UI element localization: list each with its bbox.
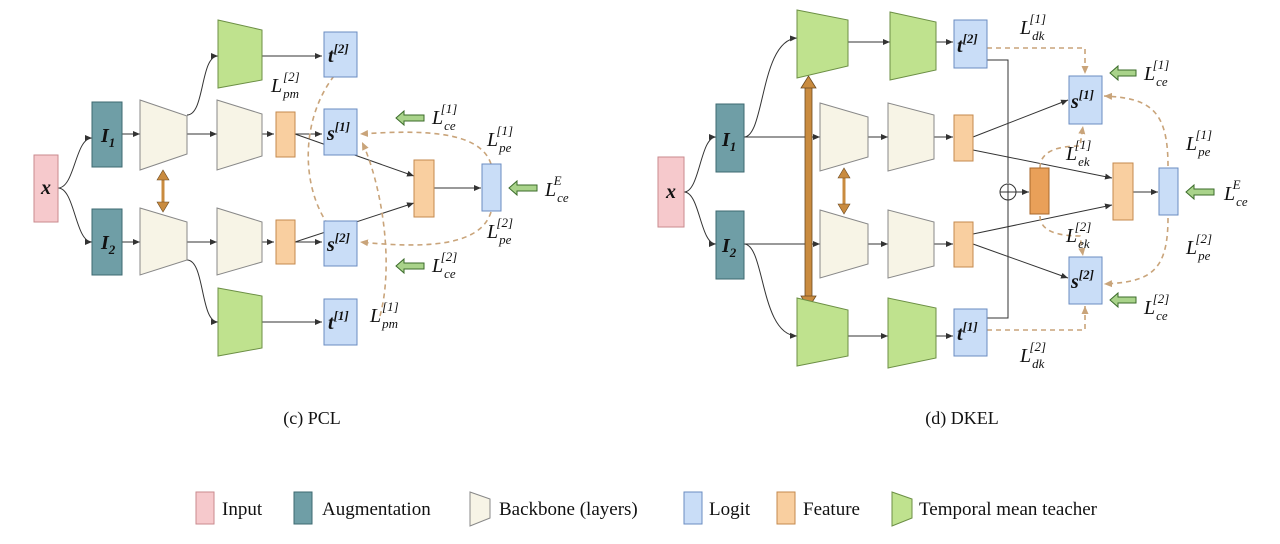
pcl-s1-box [323, 108, 358, 156]
pcl-ensemble-logit [481, 163, 502, 212]
dkel-long-double-arrow [800, 75, 817, 309]
pcl-loss-ceE: LceE [544, 173, 569, 205]
dkel-teacher-bottom-a [796, 297, 849, 367]
pcl-t2-box [323, 31, 358, 78]
dkel-ensemble-logit [1158, 167, 1179, 216]
pcl-aug1-box [91, 101, 123, 168]
legend-augmentation-label: Augmentation [322, 499, 431, 520]
pcl-feature-2 [275, 219, 296, 265]
pcl-t1-label: t[1] [328, 308, 349, 334]
dkel-short-double-arrow [837, 167, 851, 215]
pcl-ce1-arrow [395, 109, 425, 127]
legend-augmentation-swatch [293, 491, 313, 525]
legend-logit-label: Logit [709, 499, 751, 520]
dkel-feature-sum [1029, 167, 1050, 215]
dkel-backbone-1a [819, 102, 869, 172]
legend: Input Augmentation Backbone (layers) Log… [195, 491, 1098, 527]
pcl-teacher-top [217, 19, 263, 89]
dkel-input-box [657, 156, 685, 228]
dkel-s2-label: s[2] [1070, 267, 1094, 293]
dkel-input-label: x [665, 181, 676, 203]
legend-input-swatch [195, 491, 215, 525]
legend-backbone-swatch [469, 491, 491, 527]
dkel-feature-1 [953, 114, 974, 162]
pcl-input-label: x [40, 177, 51, 199]
legend-feature-label: Feature [803, 499, 860, 520]
dkel-loss-ceE: LceE [1223, 177, 1248, 209]
pcl-caption: (c) PCL [283, 408, 341, 429]
dkel-aug2-box [715, 210, 745, 280]
pcl-t1-box [323, 298, 358, 346]
dkel-t1-box [953, 308, 988, 357]
dkel-loss-pe2: Lpe[2] [1185, 231, 1212, 263]
pcl-input-box [33, 154, 59, 223]
dkel-panel: x I1 I2 t[2] t[1] s[1] s[2] Ldk[1] Lce[1… [657, 9, 1248, 429]
legend-teacher-swatch [891, 491, 913, 527]
dkel-loss-ek1: Lek[1] [1065, 137, 1091, 169]
pcl-backbone-2a [139, 207, 188, 276]
pcl-teacher-bottom [217, 287, 263, 357]
dkel-s1-label: s[1] [1070, 87, 1094, 113]
dkel-backbone-2b [887, 209, 935, 279]
dkel-loss-dk2: Ldk[2] [1019, 339, 1046, 371]
dkel-t2-box [953, 19, 988, 69]
pcl-loss-ce1: Lce[1] [431, 101, 457, 133]
pcl-aug1-label: I1 [100, 125, 115, 150]
dkel-loss-ce1: Lce[1] [1143, 57, 1169, 89]
pcl-ce2-arrow [395, 257, 425, 275]
pcl-aug2-label: I2 [100, 232, 116, 257]
pcl-double-arrow [156, 169, 170, 213]
pcl-loss-ce2: Lce[2] [431, 249, 457, 281]
pcl-s1-label: s[1] [326, 119, 350, 145]
dkel-t1-label: t[1] [957, 319, 978, 345]
dkel-caption: (d) DKEL [925, 408, 998, 429]
dkel-backbone-1b [887, 102, 935, 172]
legend-input-label: Input [222, 499, 263, 520]
pcl-loss-pe1: Lpe[1] [486, 123, 513, 155]
legend-teacher-label: Temporal mean teacher [919, 499, 1098, 520]
dkel-aug1-box [715, 103, 745, 173]
pcl-backbone-1b [216, 99, 263, 171]
dkel-teacher-top-a [796, 9, 849, 79]
pcl-ceE-arrow [508, 179, 538, 197]
pcl-backbone-1a [139, 99, 188, 171]
pcl-aug2-box [91, 208, 123, 276]
dkel-feature-fused [1112, 162, 1134, 221]
dkel-ce1-arrow [1109, 64, 1137, 82]
dkel-aug2-label: I2 [721, 235, 737, 260]
dkel-aug1-label: I1 [721, 129, 736, 154]
pcl-backbone-2b [216, 207, 263, 276]
pcl-panel: x I1 I2 t[2] s[1] s[2] t[1] Lpm[2] Lce[1… [33, 19, 569, 429]
dkel-loss-ce2: Lce[2] [1143, 291, 1169, 323]
legend-logit-swatch [683, 491, 703, 525]
dkel-t2-label: t[2] [957, 31, 978, 57]
dkel-s2-box [1068, 256, 1103, 305]
pcl-s2-label: s[2] [326, 230, 350, 256]
dkel-ce2-arrow [1109, 291, 1137, 309]
legend-backbone-label: Backbone (layers) [499, 499, 638, 520]
dkel-teacher-top-b [889, 11, 937, 81]
dkel-loss-dk1: Ldk[1] [1019, 11, 1046, 43]
pcl-loss-pm1: Lpm[1] [369, 299, 399, 331]
pcl-s2-box [323, 220, 358, 267]
legend-feature-swatch [776, 491, 796, 525]
dkel-loss-pe1: Lpe[1] [1185, 127, 1212, 159]
pcl-t2-label: t[2] [328, 41, 349, 67]
pcl-loss-pe2: Lpe[2] [486, 215, 513, 247]
pcl-feature-fused [413, 159, 435, 218]
dkel-feature-2 [953, 221, 974, 268]
dkel-ceE-arrow [1185, 183, 1215, 201]
dkel-loss-ek2: Lek[2] [1065, 219, 1091, 251]
dkel-backbone-2a [819, 209, 869, 279]
dkel-teacher-bottom-b [887, 297, 937, 369]
pcl-feature-1 [275, 111, 296, 158]
dkel-s1-box [1068, 75, 1103, 125]
pcl-loss-pm2: Lpm[2] [270, 69, 300, 101]
